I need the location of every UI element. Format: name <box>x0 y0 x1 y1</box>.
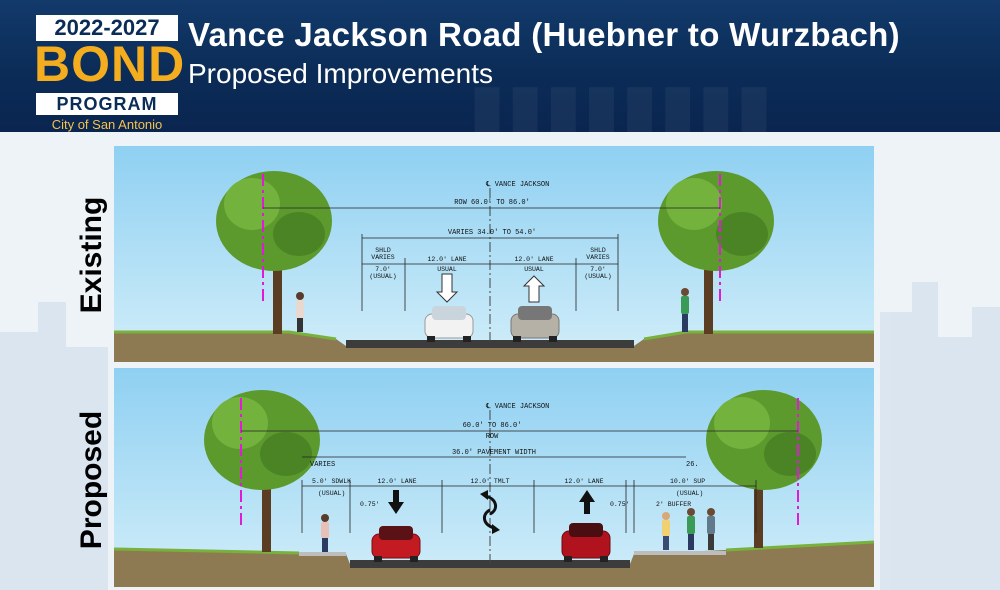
existing-shld-right-3: 7.0' <box>590 266 606 273</box>
existing-shld-left-1: SHLD <box>375 247 391 254</box>
proposed-buffer: 2' BUFFER <box>656 501 691 508</box>
pedestrian-left <box>296 292 304 332</box>
sky <box>114 146 874 362</box>
existing-varies-label: VARIES 34.0' TO 54.0' <box>448 229 536 237</box>
existing-centerline-label: ℄ VANCE JACKSON <box>485 181 549 189</box>
existing-shld-left-4: (USUAL) <box>369 273 396 280</box>
logo-bond: BOND <box>34 36 186 92</box>
grass-right <box>725 540 874 552</box>
car-red-right <box>561 523 611 562</box>
existing-cross-section: ℄ VANCE JACKSON ROW 60.0' TO 86.0' VARIE… <box>114 146 874 362</box>
car-white <box>424 306 474 342</box>
proposed-cross-section: ℄ VANCE JACKSON 60.0' TO 86.0' ROW 36.0'… <box>114 368 874 587</box>
logo-city: City of San Antonio <box>51 117 163 132</box>
proposed-offset-right: 0.75' <box>610 501 630 508</box>
proposed-lane-right: 12.0' LANE <box>564 478 603 485</box>
grass-left <box>114 547 300 555</box>
header-banner: ▮▮▮▮▮▮▮▮ 2022-2027 BOND PROGRAM City of … <box>0 0 1000 132</box>
proposed-left-partial: VARIES <box>310 461 335 469</box>
logo-years: 2022-2027 <box>36 15 178 41</box>
tree-right <box>658 171 774 334</box>
existing-lane-left: 12.0' LANE <box>427 256 466 263</box>
existing-shld-left-3: 7.0' <box>375 266 391 273</box>
two-way-turn-arrow-icon <box>483 494 497 530</box>
arrow-down-icon <box>435 273 459 303</box>
existing-row-label: ROW 60.0' TO 86.0' <box>454 199 530 207</box>
page-subtitle: Proposed Improvements <box>188 58 494 89</box>
pedestrian-right <box>681 288 689 332</box>
logo-program: PROGRAM <box>36 93 178 115</box>
bond-program-logo: 2022-2027 BOND PROGRAM City of San Anton… <box>34 15 186 132</box>
existing-shld-right-1: SHLD <box>590 247 606 254</box>
existing-shld-left-2: VARIES <box>371 254 395 261</box>
car-silver <box>510 306 560 342</box>
existing-side-label: Existing <box>75 196 108 314</box>
header-background-texture: ▮▮▮▮▮▮▮▮ <box>470 73 775 132</box>
proposed-sup: 10.0' SUP <box>670 478 705 485</box>
proposed-row-label: 60.0' TO 86.0' <box>463 422 522 430</box>
existing-lane-right: 12.0' LANE <box>514 256 553 263</box>
proposed-sdwlk: 5.0' SDWLK <box>312 478 351 485</box>
arrow-down-icon <box>388 490 404 514</box>
tree-left <box>216 171 332 334</box>
shared-use-path <box>634 551 726 555</box>
grass-left <box>114 330 337 341</box>
proposed-row-sub: ROW <box>486 433 499 441</box>
proposed-offset-left: 0.75' <box>360 501 380 508</box>
existing-lane-right-usual: USUAL <box>524 266 544 273</box>
pedestrian-group-right <box>662 508 715 550</box>
proposed-centerline-label: ℄ VANCE JACKSON <box>485 403 549 411</box>
proposed-tmlt: 12.0' TMLT <box>470 478 509 485</box>
road-pavement <box>346 340 634 348</box>
existing-shld-right-4: (USUAL) <box>584 273 611 280</box>
proposed-sup-usual: (USUAL) <box>676 490 703 497</box>
page-title: Vance Jackson Road (Huebner to Wurzbach) <box>188 16 900 53</box>
sidewalk <box>299 552 346 556</box>
arrow-up-icon <box>579 490 595 514</box>
pedestrian-left <box>321 514 329 552</box>
existing-lane-left-usual: USUAL <box>437 266 457 273</box>
proposed-lane-left: 12.0' LANE <box>377 478 416 485</box>
arrow-up-icon <box>522 275 546 303</box>
existing-shld-right-2: VARIES <box>586 254 610 261</box>
proposed-sdwlk-usual: (USUAL) <box>318 490 345 497</box>
proposed-right-partial: 26. <box>686 461 699 469</box>
proposed-pavement-label: 36.0' PAVEMENT WIDTH <box>452 449 536 457</box>
tree-right <box>706 390 822 548</box>
car-red-left <box>371 526 421 562</box>
proposed-side-label: Proposed <box>75 410 108 550</box>
